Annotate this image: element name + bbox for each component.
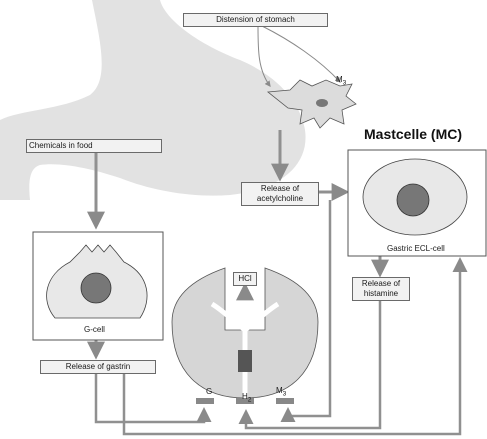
ecl-nucleus: [397, 184, 429, 216]
gcell-label: G-cell: [84, 325, 105, 334]
hcl-label: HCl: [233, 272, 257, 286]
receptor-m3-label: M3: [276, 386, 286, 398]
receptor-m-letter: M: [276, 386, 283, 395]
ach-line1: Release of: [244, 184, 316, 194]
nerve-arrow-right: [262, 26, 340, 82]
stomach-shape: [0, 0, 306, 200]
receptor-m-sub: 3: [283, 391, 287, 398]
receptor-g-label: G: [206, 387, 212, 396]
acetylcholine-label: Release of acetylcholine: [241, 182, 319, 206]
m3-top-letter: M: [336, 75, 343, 84]
histamine-label: Release of histamine: [352, 277, 410, 301]
m3-label-top: M3: [336, 75, 346, 87]
distension-label: Distension of stomach: [183, 13, 328, 27]
mastcell-heading: Mastcelle (MC): [364, 126, 462, 142]
gcell-nucleus: [81, 273, 111, 303]
histamine-line1: Release of: [355, 279, 407, 289]
neuron-nucleus: [316, 99, 328, 107]
gastrin-label: Release of gastrin: [40, 360, 156, 374]
histamine-line2: histamine: [355, 289, 407, 299]
m3-top-sub: 3: [343, 80, 347, 87]
receptor-h-sub: 2: [248, 397, 252, 404]
line-gastrin-g: [96, 372, 204, 422]
ach-line2: acetylcholine: [244, 194, 316, 204]
chemicals-label: Chemicals in food: [26, 139, 162, 153]
receptor-h2-label: H2: [242, 392, 251, 404]
parietal-cell: [238, 350, 252, 372]
ecl-label: Gastric ECL-cell: [387, 244, 445, 253]
